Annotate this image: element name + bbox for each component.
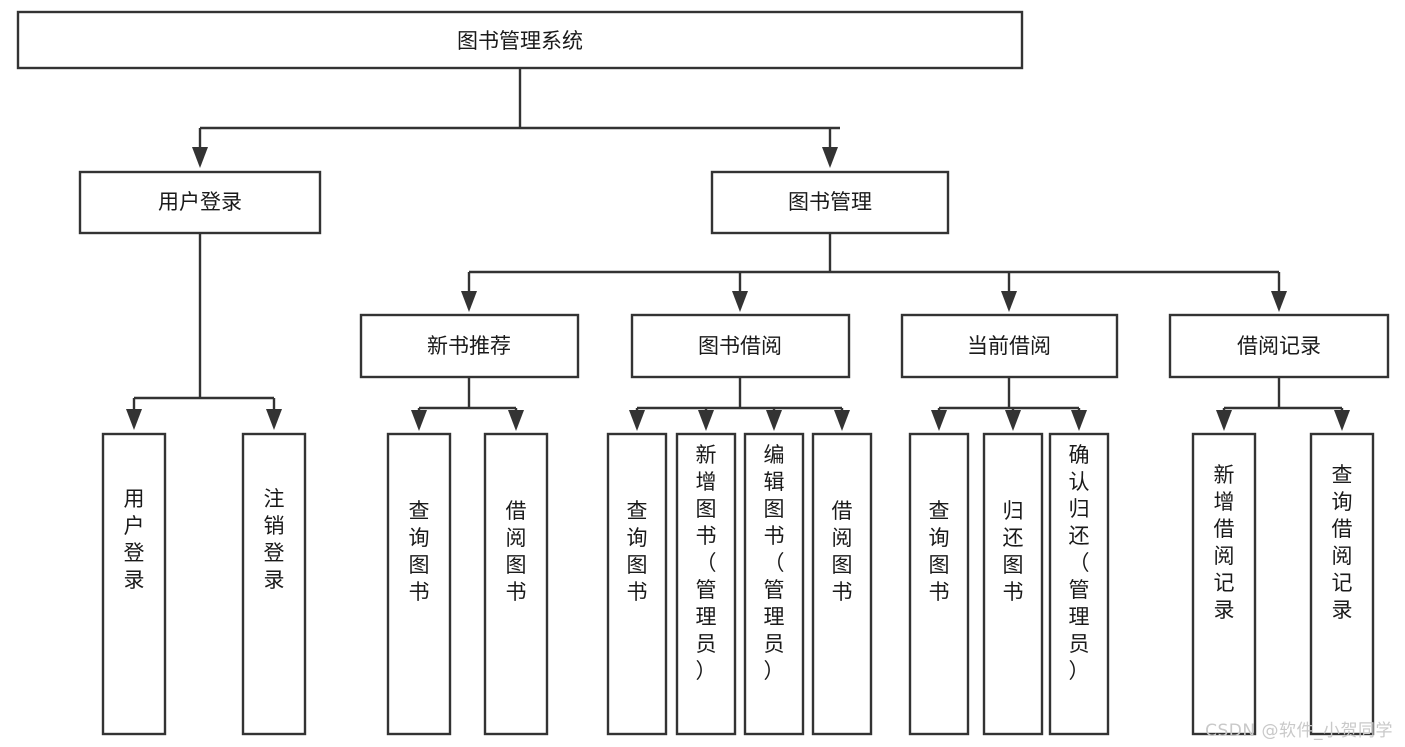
connector-group-book-manage — [461, 233, 1287, 312]
node-user-login-label: 用户登录 — [158, 190, 242, 214]
node-borrow-record[interactable]: 借阅记录 — [1168, 313, 1390, 379]
node-borrow-record-label: 借阅记录 — [1237, 334, 1321, 358]
connector-group-current-borrow — [931, 377, 1087, 431]
arrowhead-leaf-confirm-return — [1071, 410, 1087, 431]
csdn-watermark: CSDN @软件_小贺同学 — [1205, 721, 1393, 741]
node-leaf-borrow-book-2-label: 借阅图书 — [832, 499, 853, 604]
node-leaf-borrow-book-1[interactable]: 借阅图书 — [483, 432, 549, 736]
arrowhead-leaf-borrow-book-1 — [508, 410, 524, 431]
node-leaf-add-book[interactable]: 新增图书（管理员） — [675, 432, 737, 736]
node-leaf-add-book-label: 新增图书（管理员） — [696, 443, 717, 683]
node-leaf-borrow-book-1-box[interactable] — [483, 432, 549, 736]
arrowhead-leaf-query-book-1 — [411, 410, 427, 431]
node-leaf-user-login[interactable]: 用户登录 — [101, 432, 167, 736]
node-leaf-add-borrow-record-label: 新增借阅记录 — [1214, 463, 1235, 622]
node-book-borrow-box[interactable] — [630, 313, 851, 379]
node-current-borrow[interactable]: 当前借阅 — [900, 313, 1119, 379]
node-leaf-query-book-3-box[interactable] — [908, 432, 970, 736]
arrowhead-leaf-query-book-2 — [629, 410, 645, 431]
node-leaf-borrow-book-2[interactable]: 借阅图书 — [811, 432, 873, 736]
node-leaf-add-book-box[interactable] — [675, 432, 737, 736]
connector-group-borrow-record — [1216, 377, 1350, 431]
connector-group-new-book-recommend — [411, 377, 524, 431]
node-leaf-query-book-1-box[interactable] — [386, 432, 452, 736]
node-current-borrow-box[interactable] — [900, 313, 1119, 379]
node-leaf-confirm-return-box[interactable] — [1048, 432, 1110, 736]
arrowhead-leaf-add-borrow-record — [1216, 410, 1232, 431]
node-leaf-add-borrow-record[interactable]: 新增借阅记录 — [1191, 432, 1257, 736]
node-leaf-edit-book-label: 编辑图书（管理员） — [764, 443, 785, 683]
arrowhead-leaf-query-book-3 — [931, 410, 947, 431]
node-leaf-confirm-return-label: 确认归还（管理员） — [1069, 443, 1090, 683]
connector-group-user-login — [126, 233, 282, 430]
node-leaf-query-book-1[interactable]: 查询图书 — [386, 432, 452, 736]
node-leaf-query-book-2-label: 查询图书 — [627, 499, 648, 604]
node-book-borrow-label: 图书借阅 — [698, 334, 782, 358]
node-leaf-user-logout-box[interactable] — [241, 432, 307, 736]
arrowhead-book-borrow — [732, 291, 748, 312]
arrowhead-leaf-user-logout — [266, 409, 282, 430]
arrowhead-book-manage — [822, 147, 838, 168]
arrowhead-borrow-record — [1271, 291, 1287, 312]
arrowhead-leaf-borrow-book-2 — [834, 410, 850, 431]
node-leaf-borrow-book-1-label: 借阅图书 — [506, 499, 527, 604]
node-root-box[interactable] — [16, 10, 1024, 70]
node-user-login[interactable]: 用户登录 — [78, 170, 322, 235]
arrowhead-leaf-user-login — [126, 409, 142, 430]
node-leaf-query-borrow-record[interactable]: 查询借阅记录 — [1309, 432, 1375, 736]
node-leaf-return-book-label: 归还图书 — [1003, 499, 1024, 604]
node-leaf-query-book-2[interactable]: 查询图书 — [606, 432, 668, 736]
node-leaf-return-book[interactable]: 归还图书 — [982, 432, 1044, 736]
node-leaf-user-login-box[interactable] — [101, 432, 167, 736]
node-book-borrow[interactable]: 图书借阅 — [630, 313, 851, 379]
arrowhead-new-book-recommend — [461, 291, 477, 312]
node-leaf-query-book-2-box[interactable] — [606, 432, 668, 736]
connector-group-root — [192, 68, 840, 168]
node-leaf-query-book-3-label: 查询图书 — [929, 499, 950, 604]
arrowhead-leaf-add-book — [698, 410, 714, 431]
node-leaf-query-borrow-record-box[interactable] — [1309, 432, 1375, 736]
node-root[interactable]: 图书管理系统 — [16, 10, 1024, 70]
node-leaf-user-login-label: 用户登录 — [124, 487, 145, 592]
node-leaf-query-book-3[interactable]: 查询图书 — [908, 432, 970, 736]
node-leaf-add-borrow-record-box[interactable] — [1191, 432, 1257, 736]
node-leaf-return-book-box[interactable] — [982, 432, 1044, 736]
arrowhead-leaf-query-borrow-record — [1334, 410, 1350, 431]
node-user-login-box[interactable] — [78, 170, 322, 235]
node-leaf-user-logout-label: 注销登录 — [264, 487, 285, 592]
arrowhead-leaf-edit-book — [766, 410, 782, 431]
node-leaf-user-logout[interactable]: 注销登录 — [241, 432, 307, 736]
node-leaf-query-borrow-record-label: 查询借阅记录 — [1332, 463, 1353, 622]
node-book-manage[interactable]: 图书管理 — [710, 170, 950, 235]
arrowhead-current-borrow — [1001, 291, 1017, 312]
node-current-borrow-label: 当前借阅 — [967, 334, 1051, 358]
node-leaf-query-book-1-label: 查询图书 — [409, 499, 430, 604]
node-leaf-borrow-book-2-box[interactable] — [811, 432, 873, 736]
node-new-book-recommend-box[interactable] — [359, 313, 580, 379]
node-leaf-confirm-return[interactable]: 确认归还（管理员） — [1048, 432, 1110, 736]
arrowhead-user-login — [192, 147, 208, 168]
node-leaf-edit-book-box[interactable] — [743, 432, 805, 736]
node-leaf-edit-book[interactable]: 编辑图书（管理员） — [743, 432, 805, 736]
arrowhead-leaf-return-book — [1005, 410, 1021, 431]
node-borrow-record-box[interactable] — [1168, 313, 1390, 379]
node-new-book-recommend-label: 新书推荐 — [427, 334, 511, 358]
node-new-book-recommend[interactable]: 新书推荐 — [359, 313, 580, 379]
node-root-label: 图书管理系统 — [457, 29, 583, 53]
node-book-manage-label: 图书管理 — [788, 190, 872, 214]
node-book-manage-box[interactable] — [710, 170, 950, 235]
connector-group-book-borrow — [629, 377, 850, 431]
